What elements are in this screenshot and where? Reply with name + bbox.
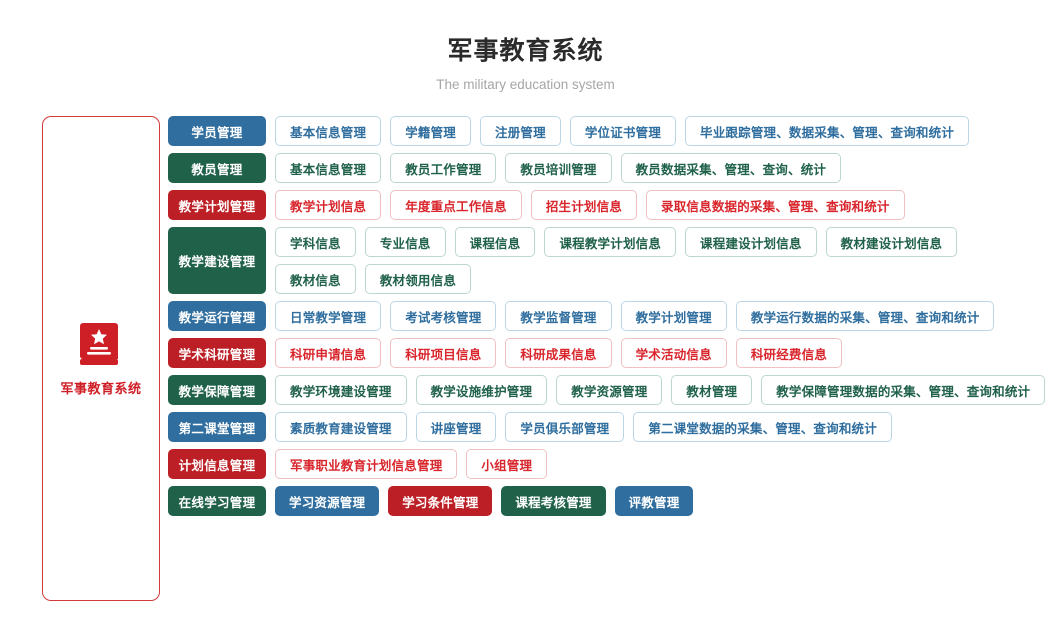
category-button[interactable]: 教学计划管理 xyxy=(168,190,266,220)
category-row: 教员管理基本信息管理教员工作管理教员培训管理教员数据采集、管理、查询、统计 xyxy=(168,153,1045,183)
module-button[interactable]: 素质教育建设管理 xyxy=(275,412,407,442)
module-button[interactable]: 基本信息管理 xyxy=(275,116,382,146)
category-items: 基本信息管理学籍管理注册管理学位证书管理毕业跟踪管理、数据采集、管理、查询和统计 xyxy=(275,116,970,146)
category-items-line: 教材信息教材领用信息 xyxy=(275,264,957,294)
category-button[interactable]: 教员管理 xyxy=(168,153,266,183)
category-items: 日常教学管理考试考核管理教学监督管理教学计划管理教学运行数据的采集、管理、查询和… xyxy=(275,301,995,331)
book-star-icon xyxy=(79,321,123,369)
category-items: 教学环境建设管理教学设施维护管理教学资源管理教材管理教学保障管理数据的采集、管理… xyxy=(275,375,1046,405)
module-button[interactable]: 小组管理 xyxy=(466,449,548,479)
module-button[interactable]: 教员数据采集、管理、查询、统计 xyxy=(620,153,842,183)
module-button[interactable]: 学科信息 xyxy=(275,227,356,257)
category-row: 教学保障管理教学环境建设管理教学设施维护管理教学资源管理教材管理教学保障管理数据… xyxy=(168,375,1046,405)
module-button[interactable]: 科研经费信息 xyxy=(735,338,843,368)
module-button[interactable]: 教材领用信息 xyxy=(364,264,472,294)
module-button[interactable]: 第二课堂数据的采集、管理、查询和统计 xyxy=(633,412,892,442)
category-button[interactable]: 计划信息管理 xyxy=(168,449,266,479)
module-button[interactable]: 科研成果信息 xyxy=(505,338,612,368)
category-row: 第二课堂管理素质教育建设管理讲座管理学员俱乐部管理第二课堂数据的采集、管理、查询… xyxy=(168,412,1045,442)
category-items-line: 科研申请信息科研项目信息科研成果信息学术活动信息科研经费信息 xyxy=(275,338,843,368)
category-items-line: 素质教育建设管理讲座管理学员俱乐部管理第二课堂数据的采集、管理、查询和统计 xyxy=(275,412,892,442)
category-items-line: 学科信息专业信息课程信息课程教学计划信息课程建设计划信息教材建设计划信息 xyxy=(275,227,958,257)
module-button[interactable]: 学籍管理 xyxy=(390,116,472,146)
category-button[interactable]: 在线学习管理 xyxy=(168,486,266,516)
page-title: 军事教育系统 xyxy=(447,37,604,65)
category-items: 基本信息管理教员工作管理教员培训管理教员数据采集、管理、查询、统计 xyxy=(275,153,842,183)
module-button[interactable]: 课程建设计划信息 xyxy=(685,227,817,257)
module-button[interactable]: 学员俱乐部管理 xyxy=(505,412,625,442)
category-row: 计划信息管理军事职业教育计划信息管理小组管理 xyxy=(168,449,1045,479)
module-button[interactable]: 招生计划信息 xyxy=(530,190,638,220)
module-button[interactable]: 教学资源管理 xyxy=(556,375,663,405)
category-row: 教学计划管理教学计划信息年度重点工作信息招生计划信息录取信息数据的采集、管理、查… xyxy=(168,190,1045,220)
category-items-line: 教学计划信息年度重点工作信息招生计划信息录取信息数据的采集、管理、查询和统计 xyxy=(275,190,905,220)
module-button[interactable]: 教材建设计划信息 xyxy=(825,227,958,257)
module-button[interactable]: 科研申请信息 xyxy=(275,338,382,368)
module-button[interactable]: 教学保障管理数据的采集、管理、查询和统计 xyxy=(761,375,1046,405)
module-button[interactable]: 毕业跟踪管理、数据采集、管理、查询和统计 xyxy=(685,116,970,146)
category-row: 教学运行管理日常教学管理考试考核管理教学监督管理教学计划管理教学运行数据的采集、… xyxy=(168,301,1045,331)
category-items-line: 学习资源管理学习条件管理课程考核管理评教管理 xyxy=(275,486,694,516)
module-button[interactable]: 考试考核管理 xyxy=(390,301,497,331)
module-button[interactable]: 讲座管理 xyxy=(415,412,497,442)
module-button[interactable]: 评教管理 xyxy=(614,486,694,516)
module-button[interactable]: 注册管理 xyxy=(480,116,561,146)
category-items: 科研申请信息科研项目信息科研成果信息学术活动信息科研经费信息 xyxy=(275,338,843,368)
category-row: 学员管理基本信息管理学籍管理注册管理学位证书管理毕业跟踪管理、数据采集、管理、查… xyxy=(168,116,1045,146)
category-items-line: 教学环境建设管理教学设施维护管理教学资源管理教材管理教学保障管理数据的采集、管理… xyxy=(275,375,1046,405)
category-button[interactable]: 教学保障管理 xyxy=(168,375,266,405)
module-button[interactable]: 学术活动信息 xyxy=(620,338,727,368)
module-button[interactable]: 学习资源管理 xyxy=(275,486,380,516)
category-button[interactable]: 教学运行管理 xyxy=(168,301,266,331)
module-button[interactable]: 教员工作管理 xyxy=(390,153,497,183)
module-button[interactable]: 专业信息 xyxy=(364,227,446,257)
category-items: 素质教育建设管理讲座管理学员俱乐部管理第二课堂数据的采集、管理、查询和统计 xyxy=(275,412,892,442)
category-button[interactable]: 教学建设管理 xyxy=(168,227,266,294)
module-button[interactable]: 教学环境建设管理 xyxy=(275,375,407,405)
category-row: 教学建设管理学科信息专业信息课程信息课程教学计划信息课程建设计划信息教材建设计划… xyxy=(168,227,1045,294)
module-button[interactable]: 日常教学管理 xyxy=(275,301,382,331)
category-items: 学科信息专业信息课程信息课程教学计划信息课程建设计划信息教材建设计划信息教材信息… xyxy=(275,227,958,294)
module-button[interactable]: 课程教学计划信息 xyxy=(544,227,677,257)
category-items: 学习资源管理学习条件管理课程考核管理评教管理 xyxy=(275,486,694,516)
module-button[interactable]: 教员培训管理 xyxy=(505,153,612,183)
page-header: 军事教育系统 The military education system xyxy=(0,0,1051,92)
module-button[interactable]: 教学设施维护管理 xyxy=(415,375,548,405)
category-items: 军事职业教育计划信息管理小组管理 xyxy=(275,449,548,479)
category-button[interactable]: 第二课堂管理 xyxy=(168,412,266,442)
sidebar-system-label: 军事教育系统 xyxy=(60,380,142,396)
module-button[interactable]: 基本信息管理 xyxy=(275,153,382,183)
module-button[interactable]: 教学监督管理 xyxy=(505,301,612,331)
module-button[interactable]: 教材管理 xyxy=(671,375,753,405)
module-button[interactable]: 学位证书管理 xyxy=(569,116,677,146)
module-button[interactable]: 年度重点工作信息 xyxy=(390,190,522,220)
sidebar-system-card[interactable]: 军事教育系统 xyxy=(42,116,160,601)
category-items-line: 基本信息管理学籍管理注册管理学位证书管理毕业跟踪管理、数据采集、管理、查询和统计 xyxy=(275,116,970,146)
category-row: 学术科研管理科研申请信息科研项目信息科研成果信息学术活动信息科研经费信息 xyxy=(168,338,1045,368)
page-subtitle: The military education system xyxy=(436,77,615,92)
category-items-line: 日常教学管理考试考核管理教学监督管理教学计划管理教学运行数据的采集、管理、查询和… xyxy=(275,301,995,331)
category-rows: 学员管理基本信息管理学籍管理注册管理学位证书管理毕业跟踪管理、数据采集、管理、查… xyxy=(168,116,1046,516)
module-button[interactable]: 教学计划管理 xyxy=(620,301,727,331)
system-map-board: 军事教育系统 学员管理基本信息管理学籍管理注册管理学位证书管理毕业跟踪管理、数据… xyxy=(0,116,1051,601)
module-button[interactable]: 录取信息数据的采集、管理、查询和统计 xyxy=(646,190,905,220)
module-button[interactable]: 学习条件管理 xyxy=(388,486,493,516)
module-button[interactable]: 教学计划信息 xyxy=(275,190,382,220)
category-items: 教学计划信息年度重点工作信息招生计划信息录取信息数据的采集、管理、查询和统计 xyxy=(275,190,905,220)
module-button[interactable]: 科研项目信息 xyxy=(390,338,497,368)
category-items-line: 基本信息管理教员工作管理教员培训管理教员数据采集、管理、查询、统计 xyxy=(275,153,842,183)
category-items-line: 军事职业教育计划信息管理小组管理 xyxy=(275,449,548,479)
module-button[interactable]: 教材信息 xyxy=(275,264,356,294)
module-button[interactable]: 教学运行数据的采集、管理、查询和统计 xyxy=(735,301,995,331)
module-button[interactable]: 军事职业教育计划信息管理 xyxy=(275,449,458,479)
category-button[interactable]: 学术科研管理 xyxy=(168,338,266,368)
module-button[interactable]: 课程考核管理 xyxy=(501,486,606,516)
module-button[interactable]: 课程信息 xyxy=(454,227,536,257)
category-row: 在线学习管理学习资源管理学习条件管理课程考核管理评教管理 xyxy=(168,486,1045,516)
category-button[interactable]: 学员管理 xyxy=(168,116,266,146)
